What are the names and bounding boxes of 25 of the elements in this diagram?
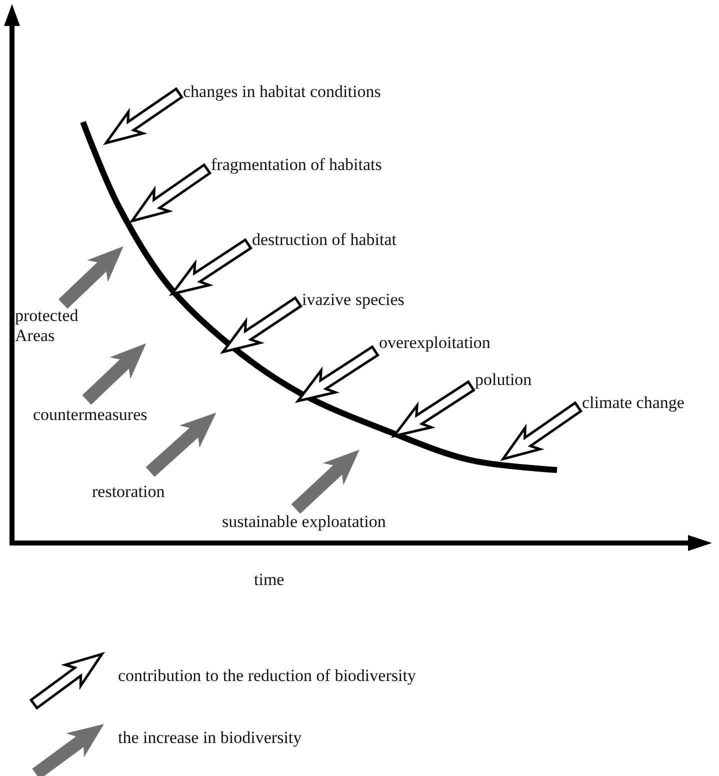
factor-label: changes in habitat conditions bbox=[183, 82, 381, 102]
factor-label: polution bbox=[475, 370, 532, 390]
factor-label: sustainable exploatation bbox=[222, 512, 386, 532]
block-arrow bbox=[168, 238, 252, 296]
block-arrow bbox=[390, 380, 476, 438]
block-arrow bbox=[102, 87, 184, 146]
legend-label: contribution to the reduction of biodiversity bbox=[118, 666, 416, 686]
block-arrow bbox=[291, 450, 360, 514]
factor-label: countermeasures bbox=[33, 405, 148, 425]
factor-label: overexploitation bbox=[379, 333, 490, 353]
block-arrow bbox=[294, 345, 380, 403]
factor-label: fragmentation of habitats bbox=[211, 155, 382, 175]
block-arrow bbox=[146, 412, 216, 477]
block-arrow bbox=[82, 343, 146, 405]
block-arrow bbox=[128, 163, 212, 224]
factor-label: restoration bbox=[92, 482, 165, 502]
axis-title: time bbox=[254, 570, 284, 590]
block-arrow bbox=[220, 296, 302, 354]
factor-label: destruction of habitat bbox=[252, 230, 396, 250]
factor-label: protected Areas bbox=[15, 306, 95, 346]
legend-label: the increase in biodiversity bbox=[118, 728, 302, 748]
factor-label: ivazive species bbox=[302, 290, 404, 310]
block-arrow bbox=[500, 401, 583, 462]
block-arrow bbox=[58, 246, 124, 309]
factor-label: climate change bbox=[582, 393, 684, 413]
